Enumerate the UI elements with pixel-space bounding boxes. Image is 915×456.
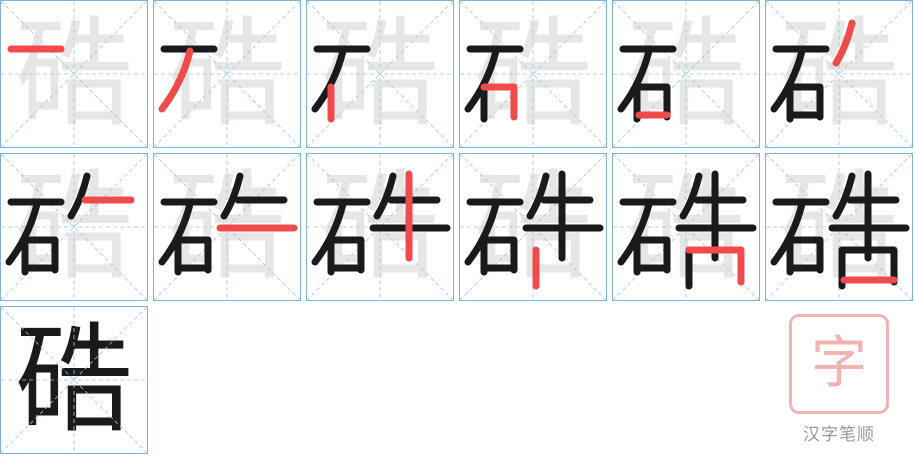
stroke-drawing <box>154 1 300 147</box>
stroke-drawing <box>613 154 759 300</box>
completed-stroke <box>311 200 347 266</box>
site-name: 汉字笔顺 <box>803 425 875 445</box>
completed-stroke <box>220 172 244 220</box>
stroke-step-cell: 硞 <box>0 306 148 454</box>
stroke-step-cell: 硞 <box>459 153 607 301</box>
stroke-step-cell: 硞 <box>612 153 760 301</box>
current-stroke <box>480 83 518 121</box>
stroke-drawing <box>766 1 912 147</box>
completed-stroke <box>679 172 703 220</box>
completed-stroke <box>311 47 347 113</box>
completed-stroke <box>158 200 194 266</box>
completed-stroke <box>67 172 91 220</box>
stroke-step-cell: 硞 <box>306 153 454 301</box>
completed-stroke <box>786 83 824 121</box>
completed-stroke <box>373 172 397 220</box>
stroke-drawing <box>307 1 453 147</box>
completed-stroke <box>327 236 365 274</box>
stroke-drawing <box>1 1 147 147</box>
current-stroke <box>832 19 856 67</box>
stroke-step-cell: 硞 <box>459 0 607 148</box>
current-stroke <box>158 47 194 113</box>
stroke-step-cell: 硞 <box>0 0 148 148</box>
stroke-step-cell: 硞 <box>765 153 913 301</box>
completed-stroke <box>617 47 653 113</box>
stroke-step-cell: 硞 <box>612 0 760 148</box>
completed-stroke <box>21 236 59 274</box>
stroke-drawing <box>1 307 147 453</box>
completed-stroke <box>526 172 550 220</box>
completed-stroke <box>633 236 671 274</box>
stroke-drawing <box>154 154 300 300</box>
stroke-drawing <box>1 154 147 300</box>
completed-stroke <box>770 47 806 113</box>
stroke-step-cell: 硞 <box>153 0 301 148</box>
logo-stamp: 字 <box>789 314 889 414</box>
current-stroke <box>685 246 745 286</box>
completed-stroke <box>5 200 41 266</box>
completed-stroke <box>832 172 856 220</box>
completed-stroke <box>770 200 806 266</box>
stamp-glyph: 字 <box>811 331 867 396</box>
stroke-drawing <box>460 154 606 300</box>
stroke-drawing <box>460 1 606 147</box>
completed-stroke <box>464 47 500 113</box>
completed-stroke <box>464 200 500 266</box>
completed-stroke <box>786 236 824 274</box>
stroke-drawing <box>766 154 912 300</box>
completed-stroke <box>480 236 518 274</box>
stroke-step-cell: 硞 <box>765 0 913 148</box>
stroke-step-cell: 硞 <box>306 0 454 148</box>
completed-stroke <box>838 246 898 286</box>
completed-stroke <box>617 200 653 266</box>
completed-stroke <box>633 83 671 121</box>
stroke-step-cell: 硞 <box>0 153 148 301</box>
stroke-drawing <box>307 154 453 300</box>
stroke-step-cell: 硞 <box>153 153 301 301</box>
completed-stroke <box>174 236 212 274</box>
stroke-drawing <box>613 1 759 147</box>
